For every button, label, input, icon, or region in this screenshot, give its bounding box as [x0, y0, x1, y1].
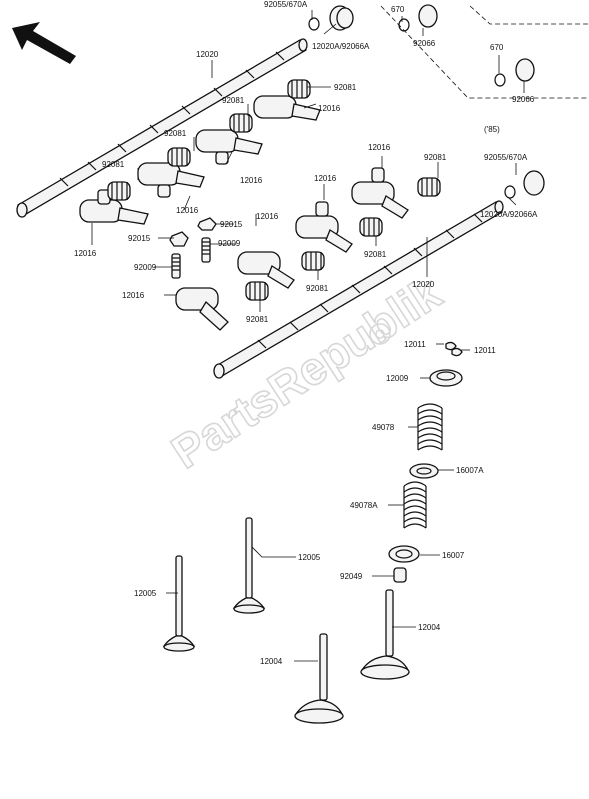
adjuster-92009-right: [201, 237, 211, 263]
rocker-arm-group: [79, 79, 441, 331]
valve-12005-right: [232, 517, 266, 614]
callout-12011-left: 12011: [404, 340, 426, 349]
watermark-gear-icon: [369, 323, 391, 345]
cap-upper-12020a: [308, 5, 354, 31]
callout-92081-2: 92081: [222, 96, 245, 105]
callout-12016-2: 12016: [240, 176, 263, 185]
callout-12005-left: 12005: [134, 589, 157, 598]
spring-seat-16007a: [409, 463, 439, 479]
callout-12020-top: 12020: [196, 50, 219, 59]
inset-85-outline: [380, 5, 589, 99]
callout-92049: 92049: [340, 572, 363, 581]
callout-92009-2: 92009: [218, 239, 241, 248]
callout-16007: 16007: [442, 551, 465, 560]
callout-92081-6: 92081: [364, 250, 387, 259]
callout-92055-670a-mid: 92055/670A: [484, 153, 528, 162]
valve-seal-92049: [393, 567, 407, 583]
camshaft-lower: [213, 200, 504, 379]
callout-12005-right: 12005: [298, 553, 321, 562]
callout-12020a-92066a-mid: 12020A/92066A: [480, 210, 538, 219]
cap-85-b: [494, 58, 535, 87]
front-arrow-icon: [12, 22, 76, 64]
callout-92066-a: 92066: [413, 39, 436, 48]
callout-92015-1: 92015: [128, 234, 151, 243]
valve-12005-left: [162, 555, 196, 652]
callout-12016-3: 12016: [176, 206, 199, 215]
callout-670-b: 670: [490, 43, 504, 52]
locknut-92015-right: [197, 217, 217, 231]
cotter-12011-pair: [445, 341, 463, 357]
leader-lines: [91, 10, 525, 662]
callout-12016-7: 12016: [256, 212, 279, 221]
locknut-92015-left: [169, 231, 189, 247]
valve-12004-right: [360, 589, 410, 680]
callout-92081-3: 92081: [164, 129, 187, 138]
callout-12016-5: 12016: [314, 174, 337, 183]
valve-12004-left: [294, 633, 344, 724]
callout-92081-4: 92081: [102, 160, 125, 169]
callout-92081-5: 92081: [424, 153, 447, 162]
callout-92009-1: 92009: [134, 263, 157, 272]
callout-12016-6: 12016: [74, 249, 97, 258]
callout-12020-bot: 12020: [412, 280, 435, 289]
callout-12016-4: 12016: [368, 143, 391, 152]
callout-12016-1: 12016: [318, 104, 341, 113]
callout-92015-2: 92015: [220, 220, 243, 229]
spring-outer-49078: [417, 403, 443, 451]
callout-670-a: 670: [391, 5, 405, 14]
spring-seat-16007: [388, 545, 420, 563]
adjuster-92009-left: [171, 253, 181, 279]
callout-12020a-92066a-top: 12020A/92066A: [312, 42, 370, 51]
callout-49078a: 49078A: [350, 501, 378, 510]
callout-92081-1: 92081: [334, 83, 357, 92]
callout-85-model: ('85): [484, 125, 500, 134]
camshaft-upper: [16, 38, 308, 218]
spring-inner-49078a: [403, 481, 427, 529]
callout-49078: 49078: [372, 423, 395, 432]
callout-12016-8: 12016: [122, 291, 145, 300]
callout-16007a: 16007A: [456, 466, 484, 475]
callout-92081-7: 92081: [306, 284, 329, 293]
cap-mid-12020a: [504, 170, 545, 199]
callout-12004-left: 12004: [260, 657, 283, 666]
inset-85-outline-upper: [469, 5, 589, 25]
callout-12004-right: 12004: [418, 623, 441, 632]
callout-12011-right: 12011: [474, 346, 496, 355]
callout-92081-8: 92081: [246, 315, 269, 324]
callout-12009: 12009: [386, 374, 409, 383]
callout-labels: 92055/670A 12020A/92066A 670 92066 670 9…: [74, 0, 538, 666]
retainer-12009: [429, 369, 463, 387]
callout-92055-670a-top: 92055/670A: [264, 0, 308, 9]
callout-92066-b: 92066: [512, 95, 535, 104]
cap-85-a: [398, 4, 438, 32]
